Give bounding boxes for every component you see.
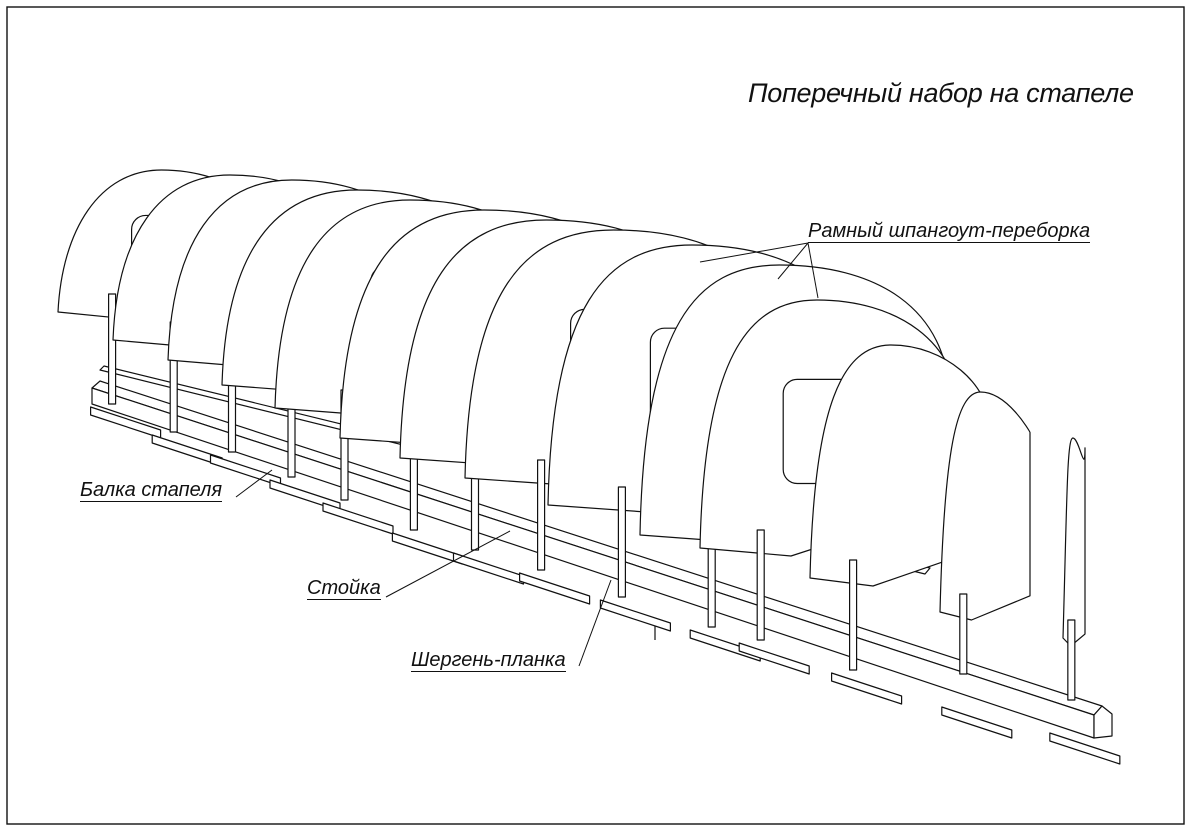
post-11 bbox=[756, 529, 765, 641]
drawing-title: Поперечный набор на стапеле bbox=[748, 78, 1134, 108]
leader-frame-1 bbox=[699, 242, 809, 263]
shergen-plank-12 bbox=[830, 672, 903, 705]
leader-frame-3 bbox=[807, 242, 819, 299]
leader-post bbox=[385, 530, 511, 598]
label-frame-bulkhead: Рамный шпангоут-переборка bbox=[808, 220, 1091, 243]
post-1 bbox=[107, 293, 117, 405]
shergen-plank-13 bbox=[941, 706, 1013, 739]
frame-13 bbox=[939, 391, 1031, 739]
post-14 bbox=[1067, 619, 1076, 701]
shergen-plank-14 bbox=[1049, 732, 1121, 765]
leader-frame-2 bbox=[777, 242, 809, 280]
shergen-plank-7 bbox=[452, 552, 525, 585]
post-13 bbox=[959, 593, 968, 675]
label-post: Стойка bbox=[307, 577, 381, 600]
shergen-plank-6 bbox=[391, 532, 463, 565]
label-shergen-plank: Шергень-планка bbox=[411, 649, 566, 672]
shergen-plank-11 bbox=[738, 642, 810, 675]
label-slipway-beam: Балка стапеля bbox=[80, 479, 223, 502]
frames-group bbox=[57, 169, 1121, 765]
shergen-plank-8 bbox=[518, 572, 591, 605]
shergen-plank-9 bbox=[599, 599, 672, 632]
leader-beam bbox=[235, 469, 273, 498]
shergen-plank-10 bbox=[689, 629, 761, 662]
post-8 bbox=[536, 459, 546, 571]
shergen-plank-5 bbox=[322, 502, 394, 535]
post-9 bbox=[617, 486, 627, 598]
leader-shergen bbox=[578, 579, 612, 667]
drawing-border bbox=[6, 6, 1185, 825]
post-12 bbox=[848, 559, 858, 671]
frame-14 bbox=[1049, 437, 1121, 765]
